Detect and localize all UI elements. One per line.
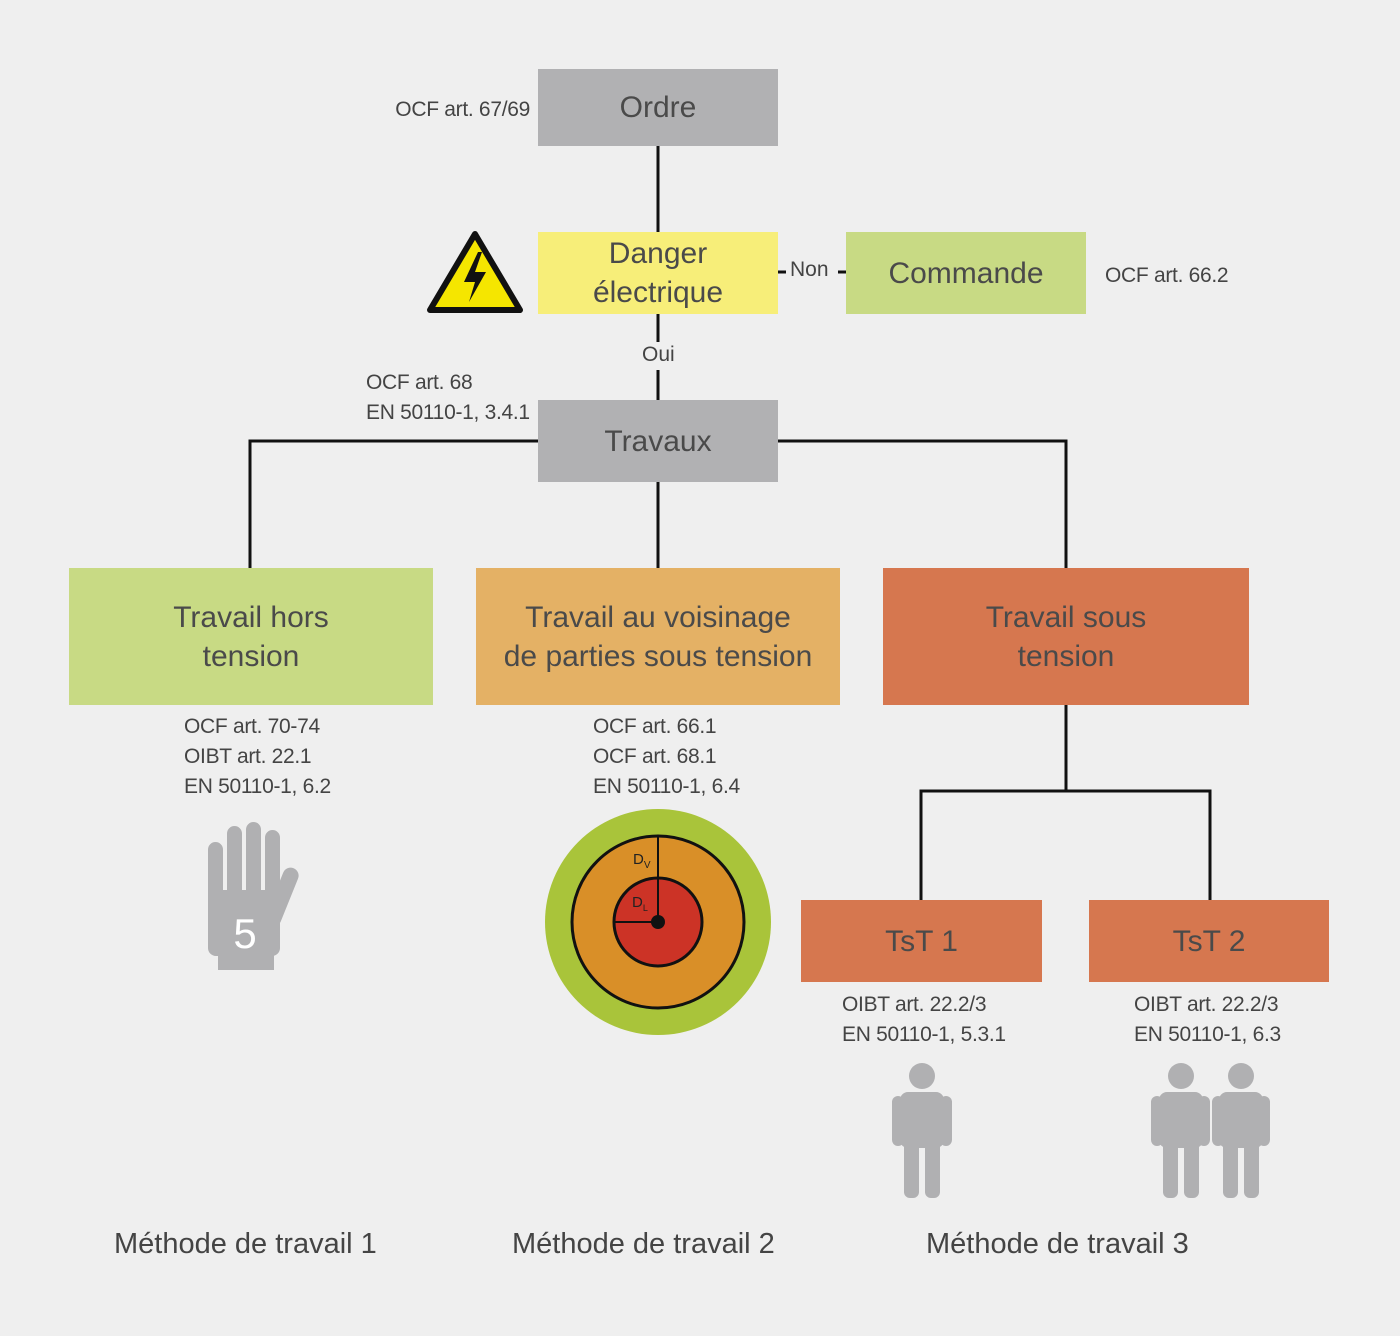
tst2-label: TsT 2: [1172, 924, 1246, 958]
dl-sub: L: [643, 903, 648, 913]
ref-hors-tension-line1: OCF art. 70-74: [184, 715, 320, 738]
ref-hors-tension: OCF art. 70-74 OIBT art. 22.1 EN 50110-1…: [184, 712, 331, 802]
person-icon: [892, 1063, 952, 1198]
travaux-label: Travaux: [604, 424, 712, 458]
hors-tension-label-line1: Travail hors: [173, 600, 329, 634]
danger-label-line2: électrique: [592, 276, 724, 309]
dv-label: D: [633, 851, 644, 868]
ref-hors-tension-line3: EN 50110-1, 6.2: [184, 775, 331, 798]
ref-ordre-line1: OCF art. 67/69: [395, 98, 530, 121]
ref-voisinage-line1: OCF art. 66.1: [593, 715, 717, 738]
ref-tst1: OIBT art. 22.2/3 EN 50110-1, 5.3.1: [842, 990, 1006, 1050]
method-2-label: Méthode de travail 2: [512, 1228, 775, 1260]
ordre-box: Ordre: [538, 69, 778, 146]
ordre-label: Ordre: [619, 91, 697, 124]
hors-tension-label-line2: tension: [202, 639, 300, 673]
ref-voisinage-line3: EN 50110-1, 6.4: [593, 775, 740, 798]
dl-label: D: [632, 894, 643, 911]
sous-tension-label-line1: Travail sous: [985, 600, 1147, 634]
ref-ordre: OCF art. 67/69: [330, 95, 530, 125]
ref-tst1-line2: EN 50110-1, 5.3.1: [842, 1023, 1006, 1046]
svg-text:DV: DV: [633, 851, 651, 871]
commande-box: Commande: [846, 232, 1086, 314]
ref-tst2-line2: EN 50110-1, 6.3: [1134, 1023, 1281, 1046]
ref-hors-tension-line2: OIBT art. 22.1: [184, 745, 312, 768]
ref-tst2: OIBT art. 22.2/3 EN 50110-1, 6.3: [1134, 990, 1281, 1050]
ref-tst2-line1: OIBT art. 22.2/3: [1134, 993, 1279, 1016]
sous-tension-label-line2: tension: [1017, 639, 1115, 673]
ref-travaux-line2: EN 50110-1, 3.4.1: [366, 401, 530, 424]
line-split-tst: [919, 789, 1212, 900]
hand-five-icon: 5: [208, 822, 299, 970]
tst1-label: TsT 1: [885, 924, 958, 958]
non-label: Non: [788, 258, 831, 282]
oui-label: Oui: [640, 343, 677, 367]
ref-commande: OCF art. 66.2: [1105, 261, 1229, 291]
ref-travaux-line1: OCF art. 68: [366, 371, 473, 394]
svg-text:DL: DL: [632, 894, 648, 913]
travail-sous-tension-box: Travail sous tension: [883, 568, 1249, 705]
travail-voisinage-box: Travail au voisinage de parties sous ten…: [476, 568, 840, 705]
ref-voisinage-line2: OCF art. 68.1: [593, 745, 717, 768]
danger-electrique-box: Danger électrique: [538, 232, 778, 314]
ref-voisinage: OCF art. 66.1 OCF art. 68.1 EN 50110-1, …: [593, 712, 740, 802]
high-voltage-warning-icon: [427, 231, 523, 313]
ref-tst1-line1: OIBT art. 22.2/3: [842, 993, 987, 1016]
travail-hors-tension-box: Travail hors tension: [69, 568, 433, 705]
method-3-label: Méthode de travail 3: [926, 1228, 1189, 1260]
tst2-box: TsT 2: [1089, 900, 1329, 982]
voisinage-label-line2: de parties sous tension: [503, 639, 813, 673]
danger-zones-target-icon: DV DL: [545, 809, 771, 1035]
line-travaux-sous-tension: [778, 439, 1068, 568]
ref-travaux: OCF art. 68 EN 50110-1, 3.4.1: [366, 368, 530, 428]
two-persons-icon: [1151, 1063, 1270, 1198]
method-1-label: Méthode de travail 1: [114, 1228, 377, 1260]
voisinage-label-line1: Travail au voisinage: [525, 600, 791, 634]
hand-number: 5: [233, 910, 256, 957]
travaux-box: Travaux: [538, 400, 778, 482]
commande-label: Commande: [888, 256, 1044, 290]
danger-label-line1: Danger: [608, 237, 708, 270]
tst1-box: TsT 1: [801, 900, 1042, 982]
ref-commande-line1: OCF art. 66.2: [1105, 264, 1229, 287]
line-travaux-hors-tension: [248, 439, 538, 568]
dv-sub: V: [644, 860, 651, 871]
